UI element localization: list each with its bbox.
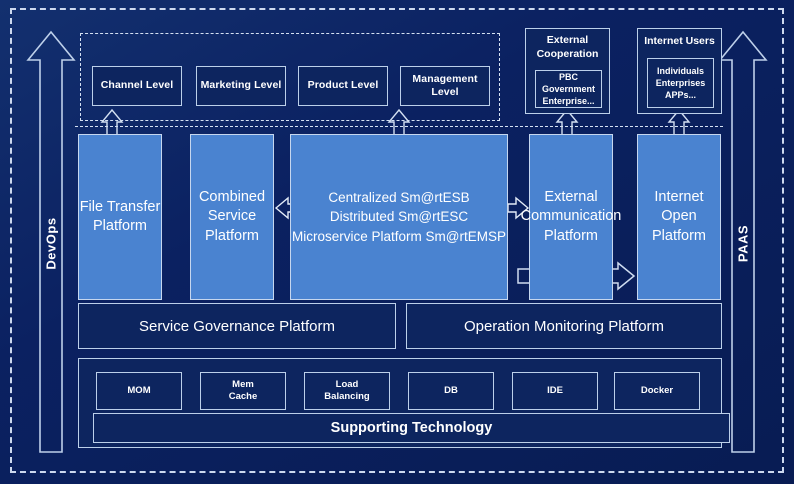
internet-users-heading: Internet Users — [644, 35, 715, 47]
level-box-management[interactable]: Management Level — [400, 66, 490, 106]
external-cooperation-body: PBC Government Enterprise... — [541, 71, 595, 107]
platform-label-internet-open: Internet Open Platform — [652, 189, 706, 244]
supporting-technology-label: Supporting Technology — [330, 420, 493, 436]
paas-rail-label: PAAS — [735, 224, 751, 263]
tech-label-mom: MOM — [127, 384, 151, 396]
level-label-management: Management Level — [412, 72, 478, 98]
external-cooperation-body-box[interactable]: PBC Government Enterprise... — [535, 70, 602, 108]
level-box-channel[interactable]: Channel Level — [92, 66, 182, 106]
tech-label-mem-cache-line2: Cache — [228, 391, 258, 402]
external-cooperation-heading: External Cooperation — [536, 34, 599, 60]
level-label-channel: Channel Level — [100, 79, 174, 92]
platform-label-file-transfer: File Transfer Platform — [79, 198, 161, 234]
business-levels-container — [80, 33, 500, 121]
platform-label-combined-service: Combined Service Platform — [198, 189, 266, 244]
bar-label-service-governance: Service Governance Platform — [139, 317, 335, 335]
bar-label-operation-monitoring: Operation Monitoring Platform — [463, 317, 665, 335]
bar-operation-monitoring[interactable]: Operation Monitoring Platform — [406, 303, 722, 349]
platform-label-external-communication: External Communication Platform — [520, 189, 622, 244]
layer-separator-dashed — [75, 126, 723, 127]
supporting-technology-banner[interactable]: Supporting Technology — [93, 413, 730, 443]
internet-users-body-box[interactable]: Individuals Enterprises APPs... — [647, 58, 714, 108]
platform-file-transfer[interactable]: File Transfer Platform — [78, 134, 162, 300]
platform-external-communication[interactable]: External Communication Platform — [521, 134, 621, 300]
platform-internet-open[interactable]: Internet Open Platform — [637, 134, 721, 300]
internet-users-group[interactable]: Internet Users Individuals Enterprises A… — [637, 28, 722, 114]
tech-box-ide[interactable]: IDE — [512, 372, 598, 410]
core-line-centralized: Centralized Sm@rtESB — [328, 189, 470, 205]
internet-users-body: Individuals Enterprises APPs... — [655, 65, 706, 101]
tech-label-ide: IDE — [547, 384, 563, 396]
tech-label-load-balancing-line2: Balancing — [324, 391, 370, 402]
level-label-product: Product Level — [307, 79, 379, 92]
tech-label-db: DB — [444, 384, 458, 396]
level-box-marketing[interactable]: Marketing Level — [196, 66, 286, 106]
tech-box-docker[interactable]: Docker — [614, 372, 700, 410]
tech-label-mem-cache-line1: Mem — [232, 378, 254, 390]
level-label-marketing: Marketing Level — [200, 79, 282, 92]
external-cooperation-group[interactable]: External Cooperation PBC Government Ente… — [525, 28, 610, 114]
bar-service-governance[interactable]: Service Governance Platform — [78, 303, 396, 349]
core-line-microservice: Microservice Platform Sm@rtEMSP — [292, 228, 506, 244]
diagram-outer-boundary — [10, 8, 784, 473]
tech-box-db[interactable]: DB — [408, 372, 494, 410]
devops-rail-label: DevOps — [43, 217, 59, 270]
tech-box-mom[interactable]: MOM — [96, 372, 182, 410]
platform-combined-service[interactable]: Combined Service Platform — [190, 134, 274, 300]
core-line-distributed: Distributed Sm@rtESC — [329, 209, 469, 225]
tech-box-load-balancing[interactable]: Load Balancing — [304, 372, 390, 410]
platform-core-esb[interactable]: Centralized Sm@rtESB Distributed Sm@rtES… — [290, 134, 508, 300]
level-box-product[interactable]: Product Level — [298, 66, 388, 106]
tech-label-load-balancing-line1: Load — [335, 378, 359, 390]
tech-box-mem-cache[interactable]: Mem Cache — [200, 372, 286, 410]
tech-label-docker: Docker — [640, 384, 674, 396]
